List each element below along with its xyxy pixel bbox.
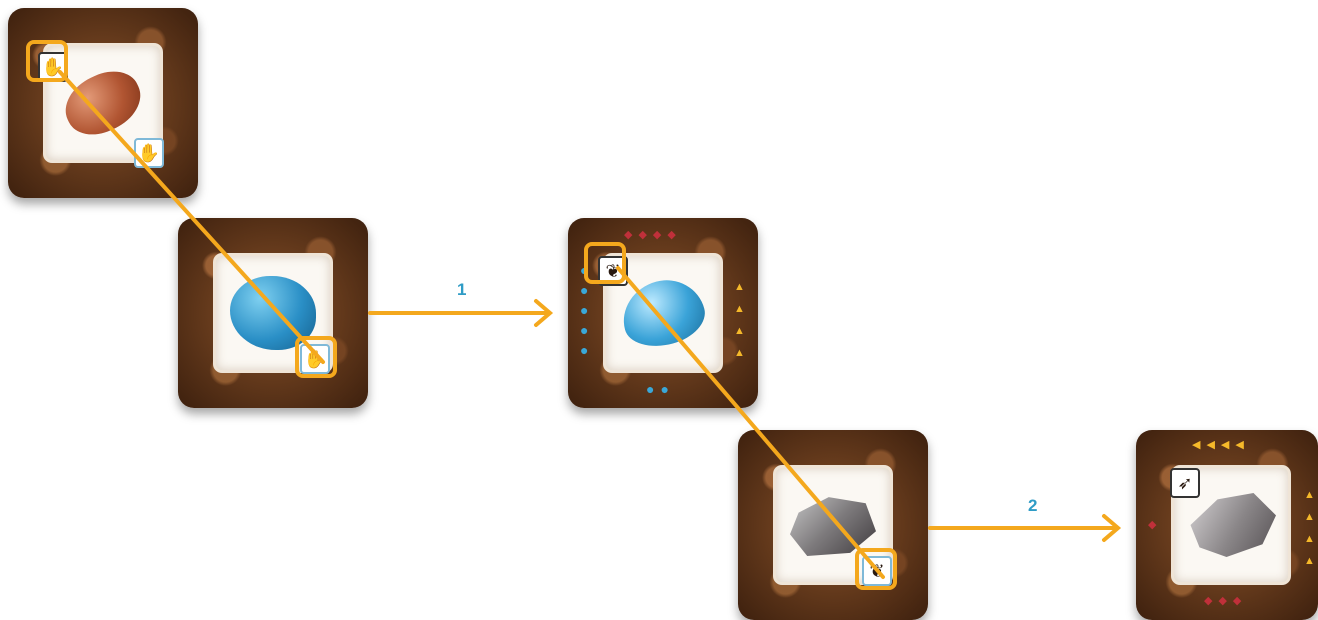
connector-line	[618, 268, 883, 577]
highlight-frame	[295, 336, 337, 378]
highlight-frame	[855, 548, 897, 590]
highlight-frame	[26, 40, 68, 82]
step-label-2: 2	[1028, 496, 1037, 516]
highlight-frame	[584, 242, 626, 284]
step-label-1: 1	[457, 280, 466, 300]
connector-line	[60, 72, 323, 362]
